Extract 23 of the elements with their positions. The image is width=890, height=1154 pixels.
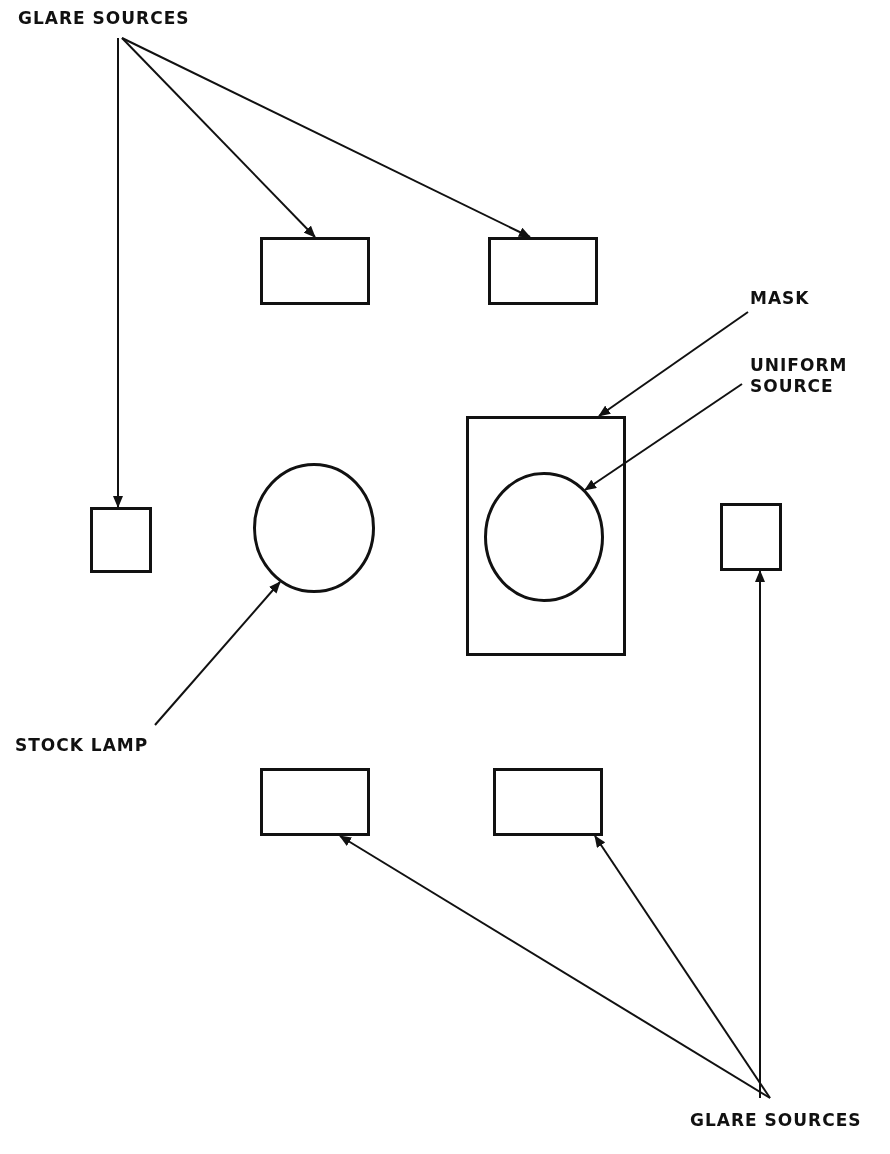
stock-lamp-label: STOCK LAMP: [15, 735, 175, 757]
leader-line: [755, 570, 765, 1099]
leader-line: [598, 311, 749, 417]
glare-sources-label: GLARE SOURCES: [18, 8, 208, 30]
leader-line: [594, 835, 771, 1099]
glare-source-box: [493, 768, 603, 836]
leader-line: [121, 37, 316, 238]
mask-label: MASK: [750, 288, 830, 310]
glare-source-box: [260, 768, 370, 836]
lamp-circle: [253, 463, 375, 593]
glare-sources-label: GLARE SOURCES: [690, 1110, 880, 1132]
glare-source-box: [488, 237, 598, 305]
mask-panel: [466, 416, 626, 656]
leader-line: [121, 37, 531, 238]
leader-line: [113, 37, 123, 508]
glare-source-box: [90, 507, 152, 573]
leader-line: [584, 383, 743, 491]
glare-source-box: [260, 237, 370, 305]
uniform-source-label: UNIFORM SOURCE: [750, 355, 855, 398]
glare-source-box: [720, 503, 782, 571]
leader-line: [339, 835, 771, 1099]
uniform-source-circle: [484, 472, 604, 602]
leader-line: [154, 581, 281, 726]
